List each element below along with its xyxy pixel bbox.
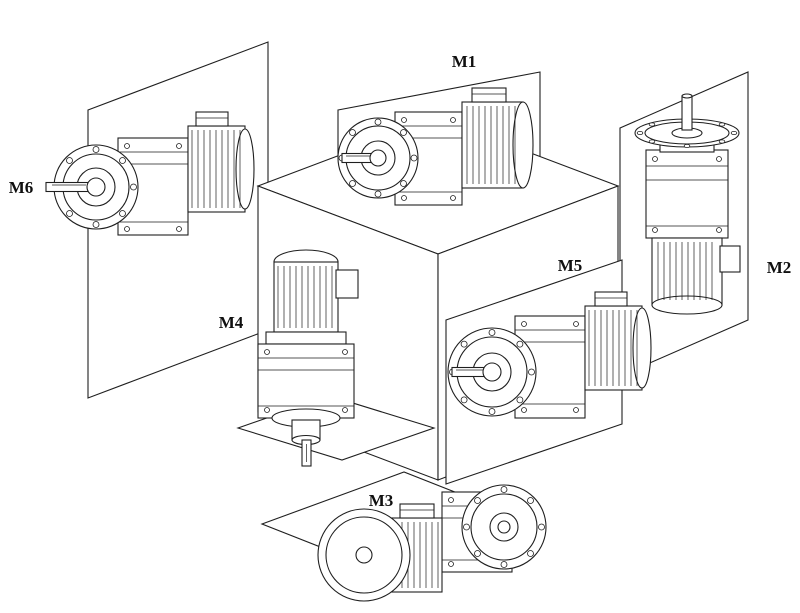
position-labels: M1 M2 M3 M4 M5 M6 — [9, 52, 792, 510]
label-m2: M2 — [767, 258, 792, 277]
gearmotor-m4-drawing — [257, 249, 359, 467]
gearmotor-m6-drawing — [45, 111, 255, 236]
gearmotor-m2-drawing — [634, 93, 741, 315]
label-m1: M1 — [452, 52, 477, 71]
label-m3: M3 — [369, 491, 394, 510]
gearmotor-m3-drawing — [317, 484, 547, 602]
label-m5: M5 — [558, 256, 583, 275]
gearmotor-m1-drawing — [337, 87, 534, 206]
label-m4: M4 — [219, 313, 244, 332]
gearmotor-m5-drawing — [447, 291, 652, 419]
label-m6: M6 — [9, 178, 34, 197]
